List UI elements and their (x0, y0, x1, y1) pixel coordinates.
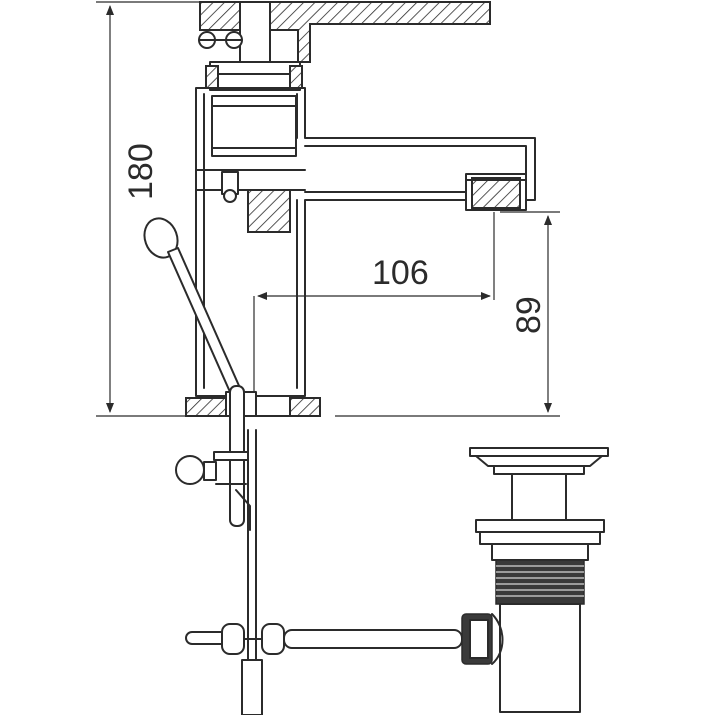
faucet-body (195, 87, 536, 397)
aerator (465, 173, 527, 211)
dimension-label-180: 180 (122, 143, 160, 200)
dimension-label-89: 89 (510, 296, 548, 334)
connecting-strap (235, 429, 263, 715)
dimension-height-total: 180 (96, 1, 200, 417)
cartridge-head (205, 61, 303, 91)
dimension-spout-height: 89 (335, 211, 560, 417)
pop-up-waste (469, 447, 609, 713)
pivot-rod (185, 613, 493, 665)
faucet-handle (198, 1, 491, 63)
dimension-label-106: 106 (372, 254, 429, 292)
dimension-spout-reach: 106 (253, 212, 495, 416)
